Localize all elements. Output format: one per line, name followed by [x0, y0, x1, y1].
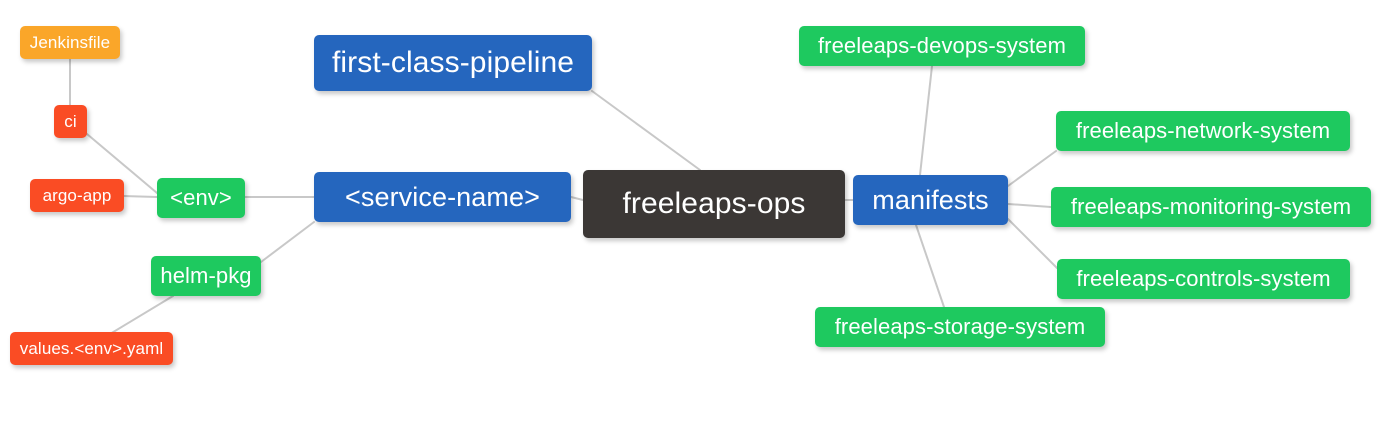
node-freeleaps-monitoring-system[interactable]: freeleaps-monitoring-system: [1051, 187, 1371, 227]
node-ci[interactable]: ci: [54, 105, 87, 138]
node-label: helm-pkg: [160, 263, 252, 288]
edge-manifests-to-freeleaps-network-system: [1007, 150, 1057, 187]
node-label: freeleaps-storage-system: [834, 314, 1086, 339]
edge-first-class-pipeline-to-freeleaps-ops: [591, 90, 701, 171]
node-label: freeleaps-devops-system: [817, 33, 1067, 58]
node-freeleaps-ops[interactable]: freeleaps-ops: [583, 170, 845, 238]
node-label: freeleaps-monitoring-system: [1070, 194, 1352, 219]
node-label: first-class-pipeline: [331, 46, 575, 79]
node-freeleaps-devops-system[interactable]: freeleaps-devops-system: [799, 26, 1085, 66]
node-helm-pkg[interactable]: helm-pkg: [151, 256, 261, 296]
node-freeleaps-storage-system[interactable]: freeleaps-storage-system: [815, 307, 1105, 347]
node-service-name[interactable]: <service-name>: [314, 172, 571, 222]
edge-service-name-to-helm-pkg: [260, 221, 315, 263]
node-label: <env>: [170, 185, 232, 210]
node-label: manifests: [872, 184, 989, 215]
node-values-env-yaml[interactable]: values.<env>.yaml: [10, 332, 173, 365]
node-label: freeleaps-ops: [622, 187, 806, 220]
edge-helm-pkg-to-values-env-yaml: [109, 295, 174, 335]
node-label: ci: [64, 112, 77, 131]
node-label: argo-app: [42, 186, 112, 205]
node-label: freeleaps-network-system: [1075, 118, 1331, 143]
node-manifests[interactable]: manifests: [853, 175, 1008, 225]
node-first-class-pipeline[interactable]: first-class-pipeline: [314, 35, 592, 91]
edge-manifests-to-freeleaps-monitoring-system: [1007, 203, 1052, 208]
node-env[interactable]: <env>: [157, 178, 245, 218]
node-jenkinsfile[interactable]: Jenkinsfile: [20, 26, 120, 59]
node-label: <service-name>: [345, 181, 540, 212]
node-label: Jenkinsfile: [29, 33, 111, 52]
edge-service-name-to-freeleaps-ops: [570, 196, 584, 201]
node-freeleaps-controls-system[interactable]: freeleaps-controls-system: [1057, 259, 1350, 299]
edge-manifests-to-freeleaps-controls-system: [1007, 218, 1058, 269]
edge-manifests-to-freeleaps-storage-system: [915, 224, 945, 308]
node-label: values.<env>.yaml: [19, 339, 164, 358]
node-label: freeleaps-controls-system: [1076, 266, 1331, 291]
node-freeleaps-network-system[interactable]: freeleaps-network-system: [1056, 111, 1350, 151]
edge-argo-app-to-env: [123, 195, 158, 198]
node-argo-app[interactable]: argo-app: [30, 179, 124, 212]
edge-manifests-to-freeleaps-devops-system: [919, 65, 933, 176]
